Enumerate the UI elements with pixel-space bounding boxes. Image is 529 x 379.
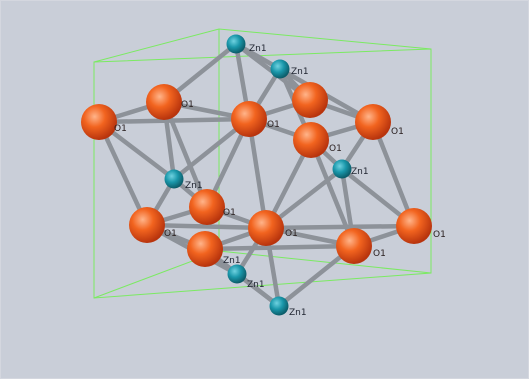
label-zn-5: Zn1: [223, 256, 241, 266]
bond-o3-o8: [246, 116, 269, 231]
zinc-atom-z3: [332, 159, 352, 179]
label-zn-2: Zn1: [291, 67, 309, 77]
bond-o11-o9: [202, 243, 357, 252]
oxygen-atom-ob: [292, 82, 328, 118]
label-o-9: O1: [373, 249, 386, 259]
label-o-7: O1: [164, 229, 177, 239]
oxygen-atom-o2: [146, 84, 182, 120]
label-zn-4: Zn1: [185, 181, 203, 191]
oxygen-atom-o11: [187, 231, 223, 267]
zinc-atom-z2: [270, 59, 290, 79]
label-o-1: O1: [114, 124, 127, 134]
label-o-8: O1: [285, 229, 298, 239]
label-o-3: O1: [267, 120, 280, 130]
atom-labels: Zn1 Zn1 O1 O1 O1 O1 O1 Zn1 Zn1 O1 O1 O1 …: [114, 44, 446, 318]
oxygen-atom-o10: [396, 208, 432, 244]
zinc-atom-z1: [226, 34, 246, 54]
label-zn-1: Zn1: [249, 44, 267, 54]
bond-o1-o7: [96, 119, 150, 228]
label-zn-6: Zn1: [247, 280, 265, 290]
oxygen-atom-o9: [336, 228, 372, 264]
label-o-5: O1: [329, 144, 342, 154]
oxygen-atom-o7: [129, 207, 165, 243]
oxygen-atom-o5: [293, 122, 329, 158]
label-zn-3: Zn1: [351, 167, 369, 177]
oxygen-atom-o4: [355, 104, 391, 140]
oxygen-atom-o1: [81, 104, 117, 140]
atoms: [81, 34, 432, 316]
bond-o2-o6: [161, 99, 210, 210]
label-o-10: O1: [433, 230, 446, 240]
zinc-atom-z4: [164, 169, 184, 189]
zinc-atom-z5: [227, 264, 247, 284]
unit-cell: [93, 28, 432, 299]
unit-cell-back-face: [93, 48, 432, 299]
bond-o4-o10: [370, 119, 417, 229]
label-o-4: O1: [391, 127, 404, 137]
label-zn-7: Zn1: [289, 308, 307, 318]
label-o-2: O1: [181, 100, 194, 110]
zinc-atom-z6: [269, 296, 289, 316]
oxygen-atom-o6: [189, 189, 225, 225]
oxygen-atom-o8: [248, 210, 284, 246]
oxygen-atom-o3: [231, 101, 267, 137]
bond-o7-o8: [144, 222, 269, 231]
label-o-6: O1: [223, 208, 236, 218]
bond-o8-o10: [263, 223, 417, 231]
